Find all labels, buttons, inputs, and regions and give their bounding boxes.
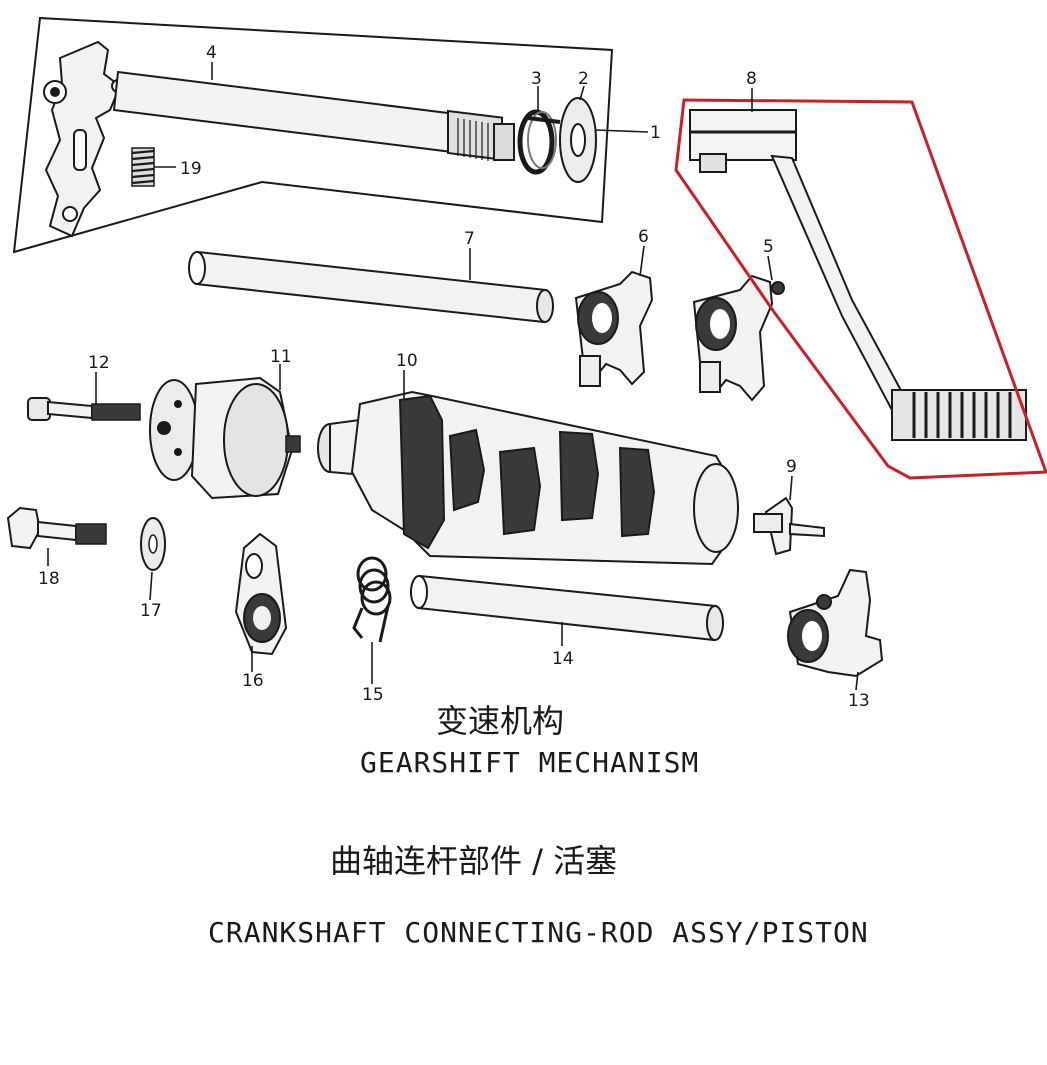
leader-lines [47, 62, 859, 691]
callout-3: 3 [531, 69, 542, 89]
shift-fork-6 [574, 270, 654, 387]
callout-19: 19 [180, 159, 202, 179]
bolt-18 [6, 506, 107, 550]
group-1-outline [12, 16, 614, 254]
shift-fork-5 [692, 274, 785, 402]
callout-8: 8 [746, 69, 757, 89]
kick-lever-8 [689, 109, 1027, 441]
drum-cam-11 [149, 376, 301, 500]
fork-shaft-7 [188, 250, 554, 324]
shift-spindle-shaft [112, 70, 458, 154]
callout-14: 14 [552, 649, 574, 669]
callout-6: 6 [638, 227, 649, 247]
highlight-frame [674, 98, 1047, 480]
caption-cn: 变速机构 [436, 702, 564, 740]
callout-10: 10 [396, 351, 418, 371]
callout-9: 9 [786, 457, 797, 477]
callout-18: 18 [38, 569, 60, 589]
callout-12: 12 [88, 353, 110, 373]
callout-4: 4 [206, 43, 217, 63]
caption-en: GEARSHIFT MECHANISM [360, 746, 699, 779]
callout-7: 7 [464, 229, 475, 249]
shift-fork-13 [787, 568, 884, 678]
callout-2: 2 [578, 69, 589, 89]
section-title-en: CRANKSHAFT CONNECTING-ROD ASSY/PISTON [208, 916, 869, 949]
stopper-arm-16 [234, 532, 288, 656]
spring-15 [352, 556, 392, 643]
callout-15: 15 [362, 685, 384, 705]
section-title-cn: 曲轴连杆部件 / 活塞 [330, 842, 617, 880]
callout-1: 1 [650, 123, 661, 143]
callout-13: 13 [848, 691, 870, 711]
pin-9 [753, 496, 825, 556]
washer-2 [559, 97, 597, 183]
spring-19 [131, 147, 155, 187]
return-spring [517, 109, 561, 175]
fork-shaft-14 [410, 574, 724, 642]
callout-17: 17 [140, 601, 162, 621]
callout-11: 11 [270, 347, 292, 367]
bolt-12 [27, 397, 141, 421]
callout-16: 16 [242, 671, 264, 691]
callout-labels: 4 3 2 1 19 7 6 5 8 12 11 10 9 13 14 15 1… [38, 43, 870, 711]
callout-5: 5 [763, 237, 774, 257]
washer-17 [140, 517, 166, 571]
shift-drum-10 [317, 390, 739, 566]
